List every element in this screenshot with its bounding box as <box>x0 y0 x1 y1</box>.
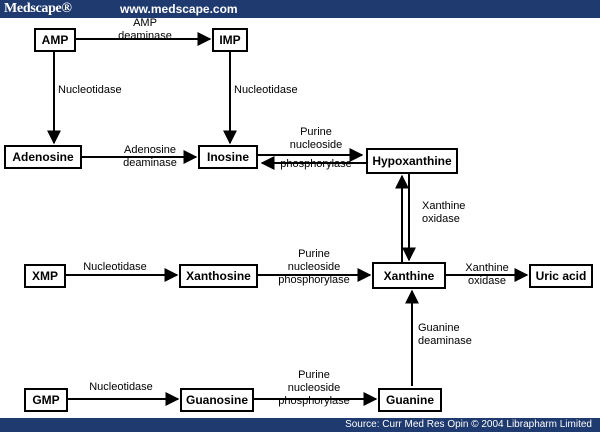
node-xanthine: Xanthine <box>372 262 446 289</box>
label-pnp-guanosine: Purine nucleoside phosphorylase <box>278 369 350 407</box>
header-bar: Medscape® www.medscape.com <box>0 0 600 18</box>
node-guanine: Guanine <box>378 388 442 412</box>
node-xmp: XMP <box>24 264 66 288</box>
node-guanosine: Guanosine <box>180 388 254 412</box>
node-amp: AMP <box>34 28 76 52</box>
node-xanthosine: Xanthosine <box>179 264 258 288</box>
label-pnp-inosine: Purine nucleoside phosphorylase <box>280 126 352 170</box>
node-imp: IMP <box>212 28 248 52</box>
node-uric-acid: Uric acid <box>529 264 593 288</box>
medscape-logo[interactable]: Medscape® <box>4 1 72 16</box>
label-nucleotidase-gmp: Nucleotidase <box>89 381 153 393</box>
node-hypoxanthine: Hypoxanthine <box>366 148 458 174</box>
source-credit: Source: Curr Med Res Opin © 2004 Libraph… <box>345 419 592 430</box>
node-gmp: GMP <box>24 388 68 412</box>
label-nucleotidase-xmp: Nucleotidase <box>83 261 147 273</box>
footer-bar: Source: Curr Med Res Opin © 2004 Libraph… <box>0 418 600 432</box>
node-inosine: Inosine <box>198 145 258 169</box>
label-nucleotidase-amp: Nucleotidase <box>58 84 122 96</box>
label-nucleotidase-imp: Nucleotidase <box>234 84 298 96</box>
label-pnp-xanthosine: Purine nucleoside phosphorylase <box>278 248 350 286</box>
site-url[interactable]: www.medscape.com <box>120 2 238 16</box>
node-adenosine: Adenosine <box>4 145 82 169</box>
